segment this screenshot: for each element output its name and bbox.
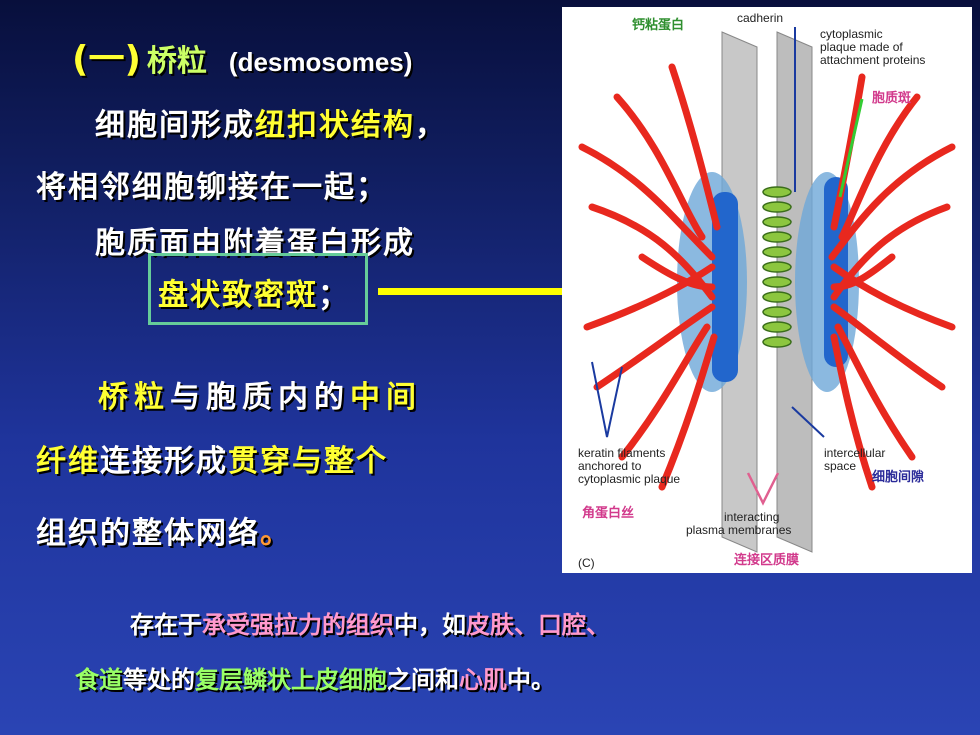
body-line-1: 细胞间形成纽扣状结构，	[95, 108, 447, 143]
plaque-pointer	[838, 98, 864, 198]
body-line-2: 将相邻细胞铆接在一起；	[36, 170, 388, 205]
label-cn-cadherin: 钙粘蛋白	[632, 18, 685, 33]
keratin-pointer	[591, 361, 623, 438]
cadherin-linkers	[762, 186, 792, 348]
label-cadherin: cadherin	[737, 11, 784, 25]
plaque-highlight-box	[148, 253, 368, 325]
footer-line-1: 存在于承受强拉力的组织中，如皮肤、口腔、	[130, 611, 610, 639]
heading-title-cn: 桥粒	[146, 44, 207, 79]
label-space-en: intercellular space	[824, 446, 886, 473]
right-membrane	[776, 31, 813, 553]
label-membranes-en: interacting plasma membranes	[686, 510, 792, 537]
body-line-4: 盘状致密斑；	[158, 278, 350, 313]
body-line-7: 组织的整体网络。	[36, 516, 292, 551]
label-keratin-en: keratin filaments anchored to cytoplasmi…	[578, 446, 681, 486]
label-cn-space: 细胞间隙	[872, 470, 925, 485]
label-cn-membranes: 连接区质膜	[734, 553, 800, 568]
label-plaque-en: cytoplasmic plaque made of attachment pr…	[820, 27, 926, 67]
footer-line-2: 食道等处的复层鳞状上皮细胞之间和心肌中。	[75, 666, 555, 694]
membrane-pointer	[746, 472, 780, 506]
section-number: (一)	[72, 39, 141, 80]
label-cn-plaque: 胞质斑	[872, 91, 912, 106]
slide-heading: (一)桥粒 (desmosomes)	[72, 30, 413, 80]
label-cn-keratin: 角蛋白丝	[582, 506, 635, 521]
desmosome-illustration	[578, 27, 956, 553]
left-plaque	[712, 192, 738, 382]
heading-title-en: (desmosomes)	[228, 47, 413, 77]
desmosome-figure: 钙粘蛋白 cadherin cytoplasmic plaque made of…	[562, 7, 972, 573]
body-line-5: 桥粒与胞质内的中间	[98, 380, 422, 415]
pointer-arrow-shaft	[378, 288, 718, 295]
keratin-filaments	[578, 63, 956, 491]
panel-label: (C)	[578, 556, 595, 570]
body-line-6: 纤维连接形成贯穿与整个	[36, 444, 388, 479]
space-pointer	[791, 406, 825, 438]
